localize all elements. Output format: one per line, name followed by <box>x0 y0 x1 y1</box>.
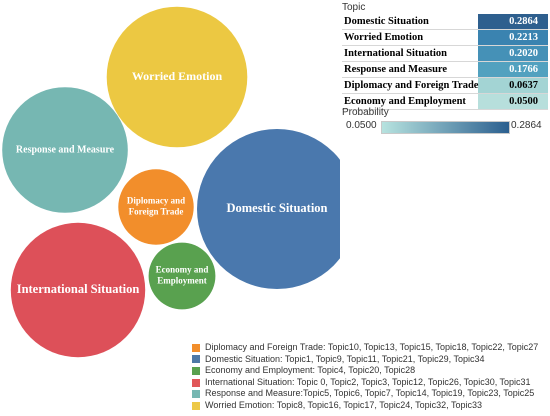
bubble-circle <box>197 129 340 289</box>
bubble-label: International Situation <box>17 282 140 296</box>
legend-label: International Situation: Topic 0, Topic2… <box>205 376 531 387</box>
topic-cell: Diplomacy and Foreign Trade <box>342 77 479 94</box>
bubble-domestic-situation: Domestic Situation <box>197 129 340 289</box>
bubble-worried-emotion: Worried Emotion <box>106 6 248 148</box>
probability-cell: 0.2864 <box>478 14 548 30</box>
legend-swatch <box>192 401 200 410</box>
legend-swatch <box>192 366 200 375</box>
legend-item: Domestic Situation: Topic1, Topic9, Topi… <box>192 354 538 366</box>
bubble-label: Worried Emotion <box>132 69 223 83</box>
legend-item: Response and Measure:Topic5, Topic6, Top… <box>192 388 538 400</box>
legend-label: Diplomacy and Foreign Trade: Topic10, To… <box>205 342 539 352</box>
topic-cell: International Situation <box>342 45 479 62</box>
legend-swatch <box>192 390 200 399</box>
bubble-label: Economy and <box>156 264 209 274</box>
probability-cell: 0.2020 <box>478 45 548 62</box>
bubble-label: Foreign Trade <box>129 207 184 217</box>
probability-cell: 0.0637 <box>478 77 548 94</box>
bubble-label: Domestic Situation <box>226 201 327 215</box>
legend-label: Domestic Situation: Topic1, Topic9, Topi… <box>205 353 485 364</box>
legend-label: Response and Measure:Topic5, Topic6, Top… <box>205 388 535 399</box>
legend-item: Worried Emotion: Topic8, Topic16, Topic1… <box>192 400 538 412</box>
bubble-circle <box>2 87 128 213</box>
topic-legend: Diplomacy and Foreign Trade: Topic10, To… <box>192 342 538 412</box>
probability-cell: 0.0500 <box>478 93 548 110</box>
colorbar-min-label: 0.0500 <box>346 120 377 131</box>
topic-cell: Worried Emotion <box>342 29 479 46</box>
probability-cell: 0.2213 <box>478 29 548 46</box>
bubble-circle <box>148 242 216 310</box>
colorbar-gradient <box>381 121 510 134</box>
legend-swatch <box>192 355 200 364</box>
bubble-circle <box>10 222 146 358</box>
probability-table-title: Topic <box>342 2 366 13</box>
bubble-label: Employment <box>157 276 207 286</box>
probability-cell: 0.1766 <box>478 61 548 78</box>
bubble-circle <box>118 169 194 245</box>
topic-cell: Economy and Employment <box>342 93 479 110</box>
colorbar-title: Probability <box>342 107 389 118</box>
bubble-response-and-measure: Response and Measure <box>2 87 128 213</box>
legend-swatch <box>192 378 200 387</box>
legend-swatch <box>192 343 200 352</box>
legend-item: Economy and Employment: Topic4, Topic20,… <box>192 365 538 377</box>
legend-item: International Situation: Topic 0, Topic2… <box>192 377 538 389</box>
legend-label: Worried Emotion: Topic8, Topic16, Topic1… <box>205 399 483 410</box>
bubble-label: Diplomacy and <box>127 195 185 205</box>
bubble-label: Response and Measure <box>16 144 115 155</box>
legend-label: Economy and Employment: Topic4, Topic20,… <box>205 365 416 376</box>
legend-item: Diplomacy and Foreign Trade: Topic10, To… <box>192 342 538 354</box>
colorbar-max-label: 0.2864 <box>511 120 542 131</box>
topic-cell: Domestic Situation <box>342 14 479 30</box>
probability-colorbar: Probability 0.0500 0.2864 <box>342 106 548 134</box>
bubble-chart: Domestic Situation Worried EmotionInterna… <box>2 6 340 358</box>
bubble-international-situation: International Situation <box>10 222 146 358</box>
topic-cell: Response and Measure <box>342 61 479 78</box>
bubble-circle <box>106 6 248 148</box>
